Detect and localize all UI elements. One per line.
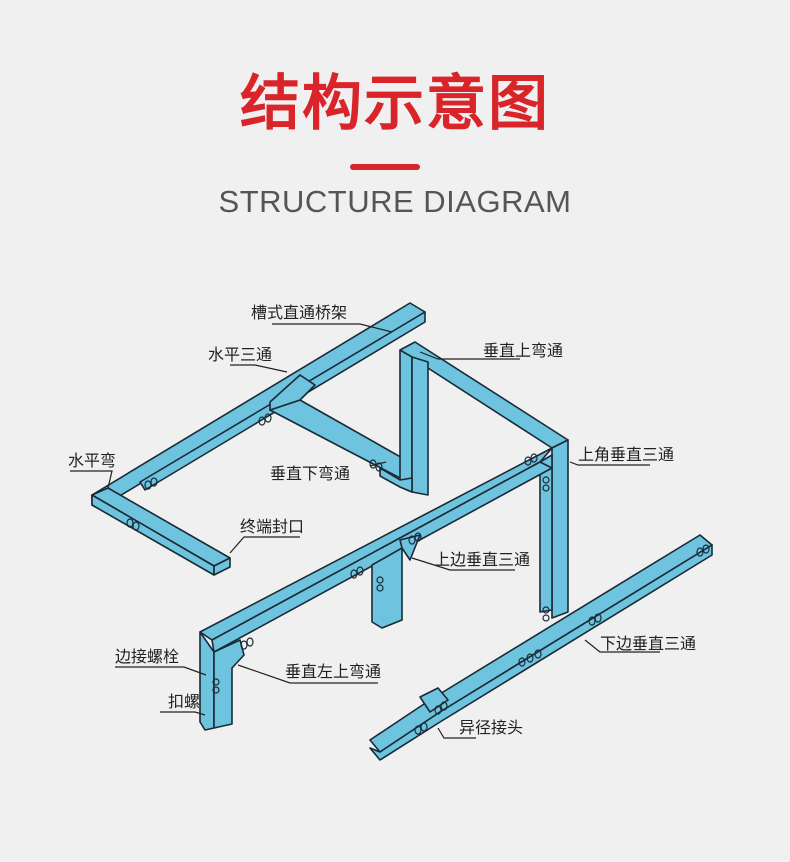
label-vertical-left-up-bend: 垂直左上弯通 [285,662,382,681]
leader-horizontal-tee [230,364,288,373]
label-horizontal-tee: 水平三通 [208,345,273,364]
upper-side-vertical-tee [371,547,403,629]
leader-reducer [437,727,476,739]
label-vertical-down-bend: 垂直下弯通 [270,464,351,483]
label-end-cap: 终端封口 [240,517,305,536]
label-side-bolt: 边接螺栓 [115,647,180,666]
reducer-step [419,687,449,713]
leader-vertical-left-up-bend [237,664,378,684]
leader-lower-side-tee [584,639,660,653]
page-title: 结构示意图 [240,69,550,139]
straight-tray-top [91,302,426,504]
leader-nut [160,711,206,716]
leader-upper-corner-tee [569,461,650,466]
page-subtitle: STRUCTURE DIAGRAM [218,184,572,219]
vertical-left-up-bend [199,631,215,731]
label-upper-corner-vertical-tee: 上角垂直三通 [578,445,675,464]
title-divider [350,164,420,170]
leader-vertical-down-bend [369,461,387,467]
leader-horizontal-bend [70,470,113,489]
leader-upper-side-tee [411,557,515,571]
leader-straight-tray [272,323,393,333]
leader-vertical-up-bend [419,351,520,360]
label-horizontal-bend: 水平弯 [68,451,117,470]
label-nut: 扣螺 [168,692,201,711]
leader-end-cap [229,536,300,554]
leader-side-bolt [115,666,207,676]
label-vertical-up-bend: 垂直上弯通 [483,341,564,360]
horizontal-bend-leg [91,487,231,567]
label-upper-side-vertical-tee: 上边垂直三通 [434,550,531,569]
label-reducer: 异径接头 [459,718,524,737]
label-lower-side-vertical-tee: 下边垂直三通 [600,634,697,653]
upper-corner-vertical-tee [551,439,569,619]
label-straight-tray: 槽式直通桥架 [251,303,348,322]
